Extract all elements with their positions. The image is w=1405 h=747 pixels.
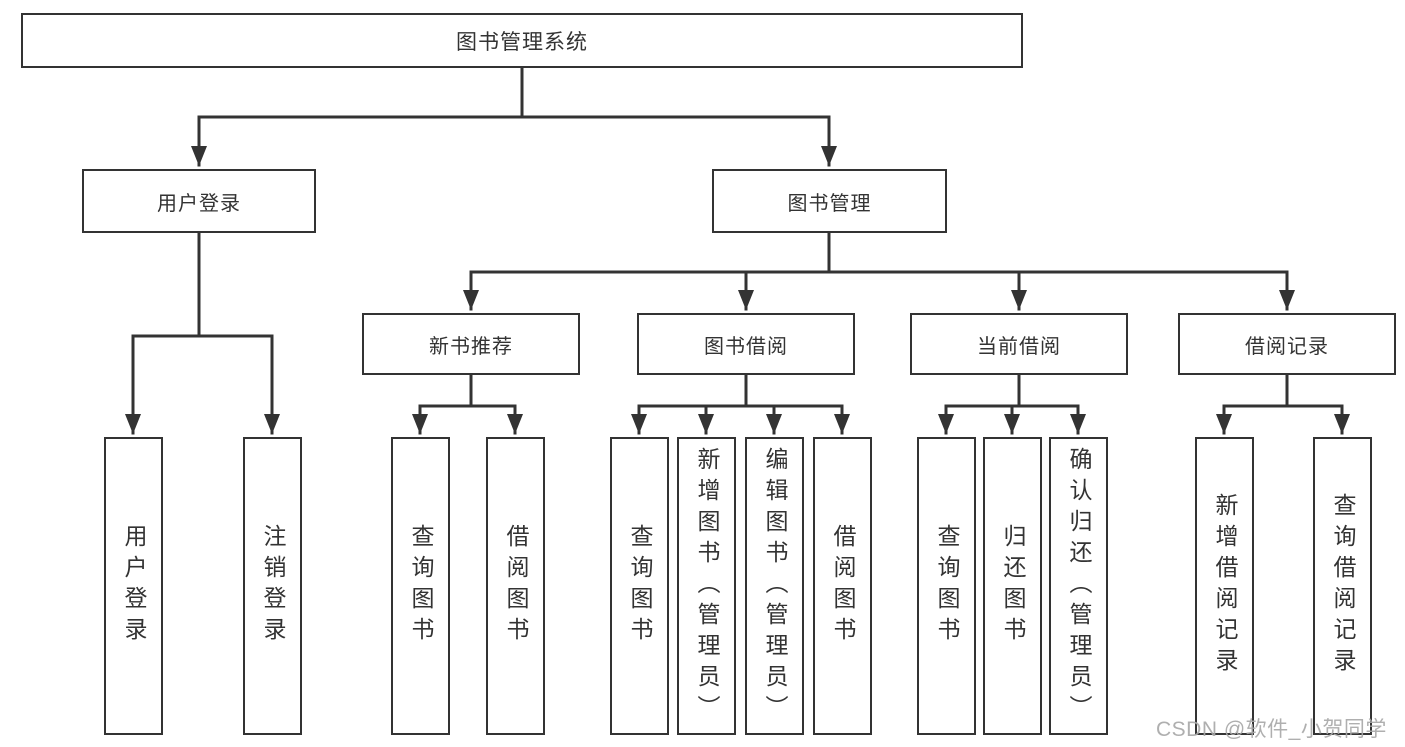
node-new-book-recommend: 新书推荐 bbox=[362, 313, 580, 375]
node-book-borrow: 图书借阅 bbox=[637, 313, 855, 375]
leaf-return-books: 归还图书 bbox=[982, 437, 1042, 735]
leaf-user-login-label: 用户登录 bbox=[121, 524, 147, 648]
leaf-current-query-books: 查询图书 bbox=[916, 437, 976, 735]
leaf-add-borrow-record: 新增借阅记录 bbox=[1194, 437, 1254, 735]
node-book-management-label: 图书管理 bbox=[787, 192, 872, 215]
node-new-book-recommend-label: 新书推荐 bbox=[429, 335, 513, 358]
leaf-recommend-query-books-label: 查询图书 bbox=[408, 524, 434, 648]
leaf-add-books-admin: 新增图书（管理员） bbox=[676, 437, 736, 735]
leaf-recommend-borrow-books: 借阅图书 bbox=[485, 437, 545, 735]
leaf-borrow-query-books: 查询图书 bbox=[609, 437, 669, 735]
leaf-user-login: 用户登录 bbox=[103, 437, 163, 735]
leaf-edit-books-admin-label: 编辑图书（管理员） bbox=[762, 446, 788, 726]
leaf-query-borrow-record-label: 查询借阅记录 bbox=[1330, 493, 1356, 679]
leaf-recommend-query-books: 查询图书 bbox=[390, 437, 450, 735]
leaf-return-books-label: 归还图书 bbox=[1000, 524, 1026, 648]
node-user-login-label: 用户登录 bbox=[157, 192, 241, 215]
node-borrow-records: 借阅记录 bbox=[1178, 313, 1396, 375]
leaf-edit-books-admin: 编辑图书（管理员） bbox=[744, 437, 804, 735]
leaf-borrow-query-books-label: 查询图书 bbox=[627, 524, 653, 648]
leaf-current-query-books-label: 查询图书 bbox=[934, 524, 960, 648]
node-book-borrow-label: 图书借阅 bbox=[704, 335, 788, 358]
node-current-borrow-label: 当前借阅 bbox=[977, 335, 1061, 358]
leaf-add-books-admin-label: 新增图书（管理员） bbox=[694, 446, 720, 726]
leaf-confirm-return-admin: 确认归还（管理员） bbox=[1048, 437, 1108, 735]
leaf-recommend-borrow-books-label: 借阅图书 bbox=[503, 524, 529, 648]
node-book-management: 图书管理 bbox=[712, 169, 947, 233]
leaf-add-borrow-record-label: 新增借阅记录 bbox=[1212, 493, 1238, 679]
leaf-borrow-books: 借阅图书 bbox=[812, 437, 872, 735]
leaf-borrow-books-label: 借阅图书 bbox=[830, 524, 856, 648]
node-current-borrow: 当前借阅 bbox=[910, 313, 1128, 375]
leaf-logout-label: 注销登录 bbox=[260, 524, 286, 648]
node-user-login: 用户登录 bbox=[82, 169, 316, 233]
node-root: 图书管理系统 bbox=[21, 13, 1023, 68]
csdn-watermark: CSDN @软件_小贺同学 bbox=[1156, 718, 1387, 741]
node-borrow-records-label: 借阅记录 bbox=[1245, 335, 1329, 358]
leaf-query-borrow-record: 查询借阅记录 bbox=[1312, 437, 1372, 735]
leaf-confirm-return-admin-label: 确认归还（管理员） bbox=[1066, 446, 1092, 726]
leaf-logout: 注销登录 bbox=[242, 437, 302, 735]
node-root-label: 图书管理系统 bbox=[456, 30, 588, 54]
